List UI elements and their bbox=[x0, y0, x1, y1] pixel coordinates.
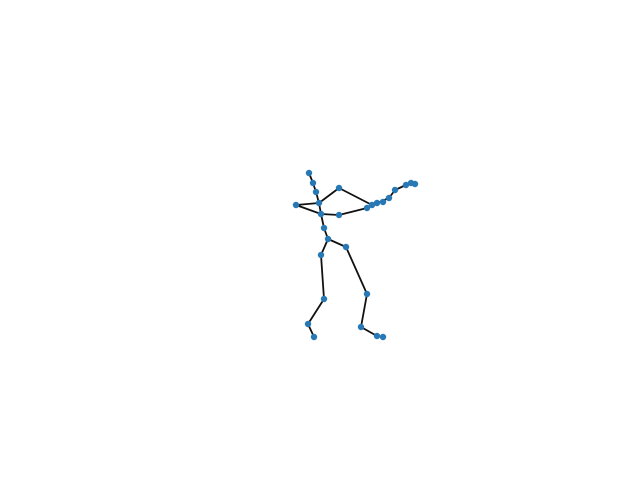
joint-point-j26 bbox=[379, 333, 387, 341]
joint-point-j23 bbox=[357, 323, 365, 331]
bone-j21-j23 bbox=[360, 293, 368, 328]
skeleton-bones bbox=[295, 172, 416, 338]
bone-j6-j9 bbox=[338, 187, 373, 206]
skeleton-joints bbox=[292, 169, 419, 341]
joint-point-j4 bbox=[292, 201, 300, 209]
joint-point-j18 bbox=[324, 235, 332, 243]
joint-point-j27 bbox=[310, 333, 318, 341]
bone-j4-j5 bbox=[295, 204, 322, 215]
bone-j22-j24 bbox=[307, 298, 325, 325]
joint-point-j11 bbox=[379, 198, 387, 206]
joint-point-j0 bbox=[305, 169, 313, 177]
bone-j3-j6 bbox=[318, 187, 340, 204]
bone-j18-j19 bbox=[327, 238, 347, 248]
joint-point-j7 bbox=[335, 211, 343, 219]
joint-point-j2 bbox=[312, 188, 320, 196]
bone-j4-j3 bbox=[295, 202, 320, 206]
joint-point-j20 bbox=[317, 251, 325, 259]
joint-point-j17 bbox=[320, 224, 328, 232]
joint-point-j16 bbox=[411, 180, 419, 188]
joint-point-j12 bbox=[385, 194, 393, 202]
joint-point-j22 bbox=[320, 295, 328, 303]
joint-point-j3 bbox=[315, 199, 323, 207]
joint-point-j19 bbox=[342, 243, 350, 251]
joint-point-j21 bbox=[363, 290, 371, 298]
joint-point-j1 bbox=[309, 179, 317, 187]
bone-j20-j22 bbox=[320, 254, 325, 300]
joint-point-j8 bbox=[363, 204, 371, 212]
joint-point-j25 bbox=[373, 332, 381, 340]
joint-point-j10 bbox=[373, 199, 381, 207]
joint-point-j5 bbox=[317, 210, 325, 218]
joint-point-j6 bbox=[335, 184, 343, 192]
bone-j19-j21 bbox=[345, 246, 368, 295]
joint-point-j24 bbox=[304, 320, 312, 328]
joint-point-j9 bbox=[368, 201, 376, 209]
joint-point-j14 bbox=[402, 181, 410, 189]
joint-point-j13 bbox=[391, 186, 399, 194]
bone-j7-j8 bbox=[338, 207, 368, 216]
